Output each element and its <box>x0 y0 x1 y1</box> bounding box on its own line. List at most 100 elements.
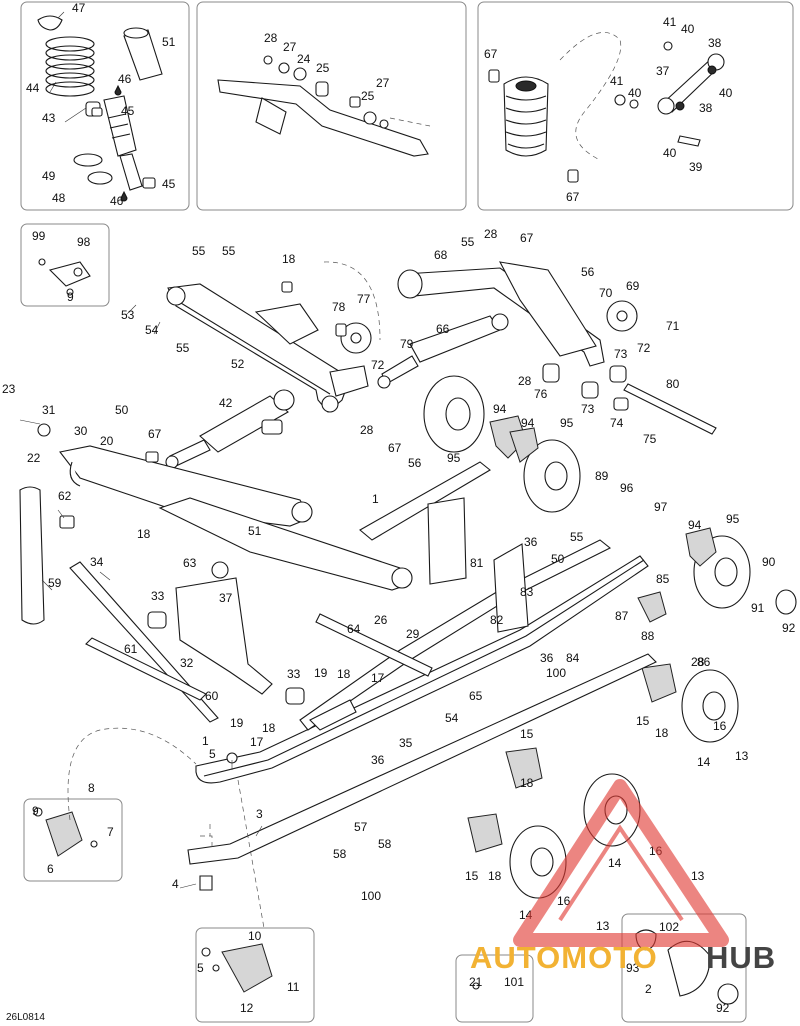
panel-grease <box>455 954 534 1023</box>
callout-c91: 91 <box>751 601 765 615</box>
callout-c9b: 9 <box>32 804 39 818</box>
callout-c56b: 56 <box>408 456 422 470</box>
shock-spring-assembly <box>37 15 163 202</box>
callout-c19b: 19 <box>230 716 244 730</box>
rear-pivot-arm <box>37 423 413 591</box>
callout-c68: 68 <box>434 248 448 262</box>
callout-c73b: 73 <box>581 402 595 416</box>
callout-c67a: 67 <box>484 47 498 61</box>
callout-c77: 77 <box>357 292 371 306</box>
callout-c28c: 28 <box>518 374 532 388</box>
callout-c51a: 51 <box>162 35 176 49</box>
callout-c21: 21 <box>469 975 483 989</box>
callout-c7: 7 <box>107 825 114 839</box>
callout-c18b: 18 <box>137 527 151 541</box>
callout-c44: 44 <box>26 81 40 95</box>
callout-c51b: 51 <box>248 524 262 538</box>
callout-c24: 24 <box>297 52 311 66</box>
callout-c67d: 67 <box>148 427 162 441</box>
callout-c84: 84 <box>566 651 580 665</box>
callout-c38a: 38 <box>708 36 722 50</box>
callout-c39: 39 <box>689 160 703 174</box>
cross-shafts <box>19 486 529 723</box>
callout-c31: 31 <box>42 403 56 417</box>
callout-c37a: 37 <box>656 64 670 78</box>
callout-c55e: 55 <box>570 530 584 544</box>
panel-bracket-98 <box>20 223 110 307</box>
callout-c6: 6 <box>47 862 54 876</box>
callout-c18d: 18 <box>262 721 276 735</box>
callout-c58b: 58 <box>333 847 347 861</box>
callout-c25b: 25 <box>361 89 375 103</box>
callout-c90: 90 <box>762 555 776 569</box>
callout-c4: 4 <box>172 877 179 891</box>
callout-c33b: 33 <box>287 667 301 681</box>
callout-c75: 75 <box>643 432 657 446</box>
callout-c34: 34 <box>90 555 104 569</box>
callout-c71: 71 <box>666 319 680 333</box>
callout-c3: 3 <box>256 807 263 821</box>
leader-lines <box>19 11 381 929</box>
callout-c67c: 67 <box>520 231 534 245</box>
callout-c45a: 45 <box>121 104 135 118</box>
callout-c36c: 36 <box>371 753 385 767</box>
callout-c67b: 67 <box>566 190 580 204</box>
callout-c70: 70 <box>599 286 613 300</box>
rear-arm-68 <box>397 261 717 435</box>
callout-c96: 96 <box>620 481 634 495</box>
callout-c95c: 95 <box>726 512 740 526</box>
callout-c86: 86 <box>697 655 711 669</box>
callout-c64: 64 <box>347 622 361 636</box>
callout-c1b: 1 <box>202 734 209 748</box>
callout-c12: 12 <box>240 1001 254 1015</box>
callout-c59: 59 <box>48 576 62 590</box>
callout-c40a: 40 <box>681 22 695 36</box>
callout-c18a: 18 <box>282 252 296 266</box>
callout-c92a: 92 <box>782 621 796 635</box>
callout-c98: 98 <box>77 235 91 249</box>
callout-c27a: 27 <box>283 40 297 54</box>
callout-c37b: 37 <box>219 591 233 605</box>
callout-c93: 93 <box>626 961 640 975</box>
callout-c95b: 95 <box>447 451 461 465</box>
callout-c10: 10 <box>248 929 262 943</box>
callout-c85: 85 <box>656 572 670 586</box>
callout-c29: 29 <box>406 627 420 641</box>
callout-c41b: 41 <box>610 74 624 88</box>
callout-c47: 47 <box>72 1 86 15</box>
callout-c14b: 14 <box>608 856 622 870</box>
callout-c83: 83 <box>520 585 534 599</box>
callout-c20: 20 <box>100 434 114 448</box>
callout-c40c: 40 <box>628 86 642 100</box>
callout-c78: 78 <box>332 300 346 314</box>
callout-c54a: 54 <box>145 323 159 337</box>
callout-c100a: 100 <box>546 666 566 680</box>
callout-c43: 43 <box>42 111 56 125</box>
callout-c9a: 9 <box>67 290 74 304</box>
callout-c95a: 95 <box>560 416 574 430</box>
callout-c60: 60 <box>205 689 219 703</box>
callout-c56a: 56 <box>581 265 595 279</box>
callout-c5b: 5 <box>197 961 204 975</box>
callout-c55c: 55 <box>461 235 475 249</box>
callout-c28a: 28 <box>264 31 278 45</box>
slider-3 <box>187 653 657 891</box>
callout-c81: 81 <box>470 556 484 570</box>
callout-c19a: 19 <box>314 666 328 680</box>
callout-c94a: 94 <box>493 402 507 416</box>
callout-c16a: 16 <box>713 719 727 733</box>
callout-c63: 63 <box>183 556 197 570</box>
callout-c32: 32 <box>180 656 194 670</box>
callout-c1a: 1 <box>372 492 379 506</box>
callout-c74: 74 <box>610 416 624 430</box>
callout-c11: 11 <box>287 980 300 994</box>
callout-c8: 8 <box>88 781 95 795</box>
callout-c23: 23 <box>2 382 16 396</box>
callout-c46a: 46 <box>118 72 132 86</box>
callout-c99: 99 <box>32 229 46 243</box>
callout-c65: 65 <box>469 689 483 703</box>
callout-c92b: 92 <box>716 1001 730 1015</box>
callout-c30: 30 <box>74 424 88 438</box>
callout-c102: 102 <box>659 920 679 934</box>
idler-brackets <box>467 415 717 853</box>
